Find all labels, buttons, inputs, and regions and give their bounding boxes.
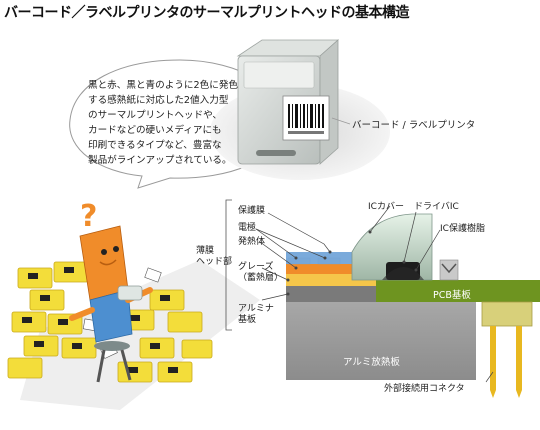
protective-film-label: 保護膜 — [238, 206, 266, 216]
printer-illustration — [236, 39, 340, 165]
bubble-line: カードなどの硬いメディアにも — [88, 125, 222, 136]
electrode-label: 電極 — [238, 223, 257, 233]
thin-film-head-label-line1: 薄膜 — [196, 246, 215, 256]
ic-resin — [382, 267, 424, 280]
cross-section-diagram — [225, 199, 540, 398]
alumina-label-line2: 基板 — [238, 315, 257, 325]
page-title: バーコード／ラベルプリンタのサーマルプリントヘッドの基本構造 — [4, 5, 410, 21]
thin-film-head-label-line2: ヘッド部 — [196, 257, 233, 267]
connector-pin-1 — [490, 326, 496, 390]
speech-bubble-text: 黒と赤、黒と青のように2色に発色 する感熱紙に対応した2値入力型 のサーマルプリ… — [88, 78, 270, 168]
alumina-label: アルミナ 基板 — [238, 304, 274, 326]
character-illustration: ? — [69, 199, 153, 383]
bubble-line: 印刷できるタイプなど、豊富な — [88, 140, 222, 151]
alumina-substrate — [286, 286, 376, 302]
ic-resin-label: IC保護樹脂 — [440, 224, 485, 234]
connector-label: 外部接続用コネクタ — [384, 384, 465, 394]
aluminum-sink-label: アルミ放熱板 — [343, 357, 400, 368]
heating-element-label: 発熱体 — [238, 237, 266, 247]
labels-pile — [7, 260, 260, 410]
bubble-line: のサーマルプリントヘッドや、 — [88, 110, 223, 121]
aluminum-sink — [286, 300, 476, 380]
bubble-line: 黒と赤、黒と青のように2色に発色 — [88, 80, 239, 91]
bubble-line: 製品がラインアップされている。 — [88, 155, 232, 166]
pcb-board — [376, 280, 540, 302]
heating-element — [286, 264, 376, 274]
glaze-label-line2: （蓄熱層） — [238, 273, 284, 283]
bubble-line: する感熱紙に対応した2値入力型 — [88, 95, 229, 106]
pcb-label: PCB基板 — [433, 290, 471, 301]
driver-ic-label: ドライバIC — [414, 202, 459, 212]
glaze-label: グレーズ （蓄熱層） — [238, 262, 283, 284]
alumina-label-line1: アルミナ — [238, 304, 274, 314]
glaze-label-line1: グレーズ — [238, 262, 274, 272]
ic-cover-label: ICカバー — [368, 202, 404, 212]
connector-pin-2 — [516, 326, 522, 390]
thin-film-head-label: 薄膜 ヘッド部 — [196, 246, 232, 268]
svg-text:?: ? — [80, 199, 97, 234]
printer-label: バーコード / ラベルプリンタ — [352, 120, 476, 131]
connector-block — [481, 301, 533, 327]
